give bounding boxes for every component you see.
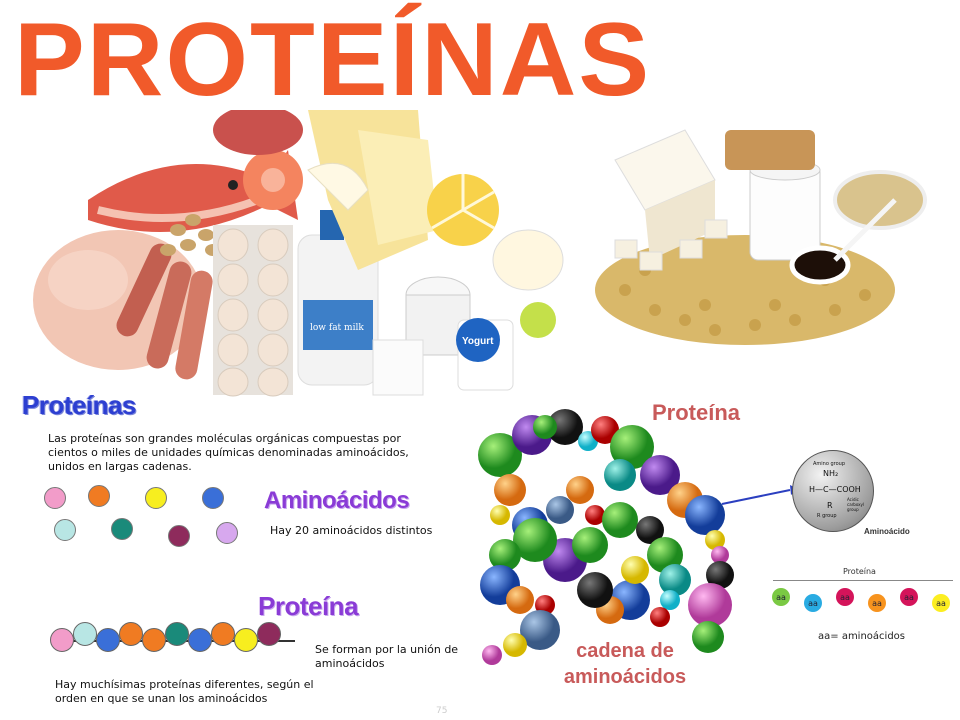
mini-chain-bead: aa xyxy=(868,594,886,612)
chain-bead xyxy=(165,622,189,646)
chain-bead xyxy=(257,622,281,646)
chain-bead xyxy=(119,622,143,646)
mini-chain-title: Proteína xyxy=(843,567,876,576)
r-group-label: R group xyxy=(817,513,837,519)
page-number: 75 xyxy=(436,706,448,716)
aminoacids-count-text: Hay 20 aminoácidos distintos xyxy=(270,524,433,537)
many-proteins-text: Hay muchísimas proteínas diferentes, seg… xyxy=(55,678,314,705)
chain-bead xyxy=(188,628,212,652)
aminoacid-circle xyxy=(111,518,133,540)
chain-bead xyxy=(142,628,166,652)
aminoacid-circle xyxy=(44,487,66,509)
protein-heading: Proteína xyxy=(258,591,359,621)
mini-chain-bead: aa xyxy=(772,588,790,606)
r-label: R xyxy=(827,501,833,510)
aminoacid-circle xyxy=(202,487,224,509)
chain-bead xyxy=(50,628,74,652)
aminoacid-structure-diagram: Amino group NH₂ H—C—COOH R R group Acidi… xyxy=(792,450,874,532)
chain-label: cadena de aminoácidos xyxy=(563,640,687,688)
nh2-label: NH₂ xyxy=(823,469,839,478)
chain-bead xyxy=(234,628,258,652)
mini-chain-bead: aa xyxy=(932,594,950,612)
mini-chain-bead: aa xyxy=(836,588,854,606)
mini-chain-bead: aa xyxy=(804,594,822,612)
aminoacid-chain xyxy=(50,622,310,652)
svg-text:Yogurt: Yogurt xyxy=(462,336,494,347)
mini-chain-legend: aa= aminoácidos xyxy=(818,631,905,642)
amino-group-label: Amino group xyxy=(813,461,846,467)
chain-bead xyxy=(211,622,235,646)
acidic-group-label: Acidic carboxyl group xyxy=(847,497,865,512)
protein-figure-title: Proteína xyxy=(652,400,741,425)
aminoacid-circle xyxy=(88,485,110,507)
aminoacid-circle xyxy=(54,519,76,541)
aminoacid-circle xyxy=(168,525,190,547)
aminoacids-heading: Aminoácidos xyxy=(264,487,410,514)
aminoacid-circle xyxy=(145,487,167,509)
intro-text: Las proteínas son grandes moléculas orgá… xyxy=(48,432,409,473)
aminoacid-circles xyxy=(40,484,240,554)
arrow-icon xyxy=(721,485,798,505)
chain-bead xyxy=(96,628,120,652)
chain-bead xyxy=(73,622,97,646)
mini-chain-line xyxy=(773,580,953,581)
union-text: Se forman por la unión de aminoácidos xyxy=(315,643,459,670)
h-c-cooh-label: H—C—COOH xyxy=(809,485,861,494)
page-title: PROTEÍNAS xyxy=(14,2,652,118)
mini-chain-bead: aa xyxy=(900,588,918,606)
aminoacid-circle xyxy=(216,522,238,544)
svg-text:low fat milk: low fat milk xyxy=(310,323,364,333)
aminoacid-diagram-label: Aminoácido xyxy=(864,527,910,536)
protein-foods-image: low fat milk Yogurt xyxy=(28,110,578,400)
soy-foods-image xyxy=(595,120,930,350)
protein-3d-chain-image xyxy=(470,405,740,675)
proteins-heading: Proteínas xyxy=(22,390,137,420)
